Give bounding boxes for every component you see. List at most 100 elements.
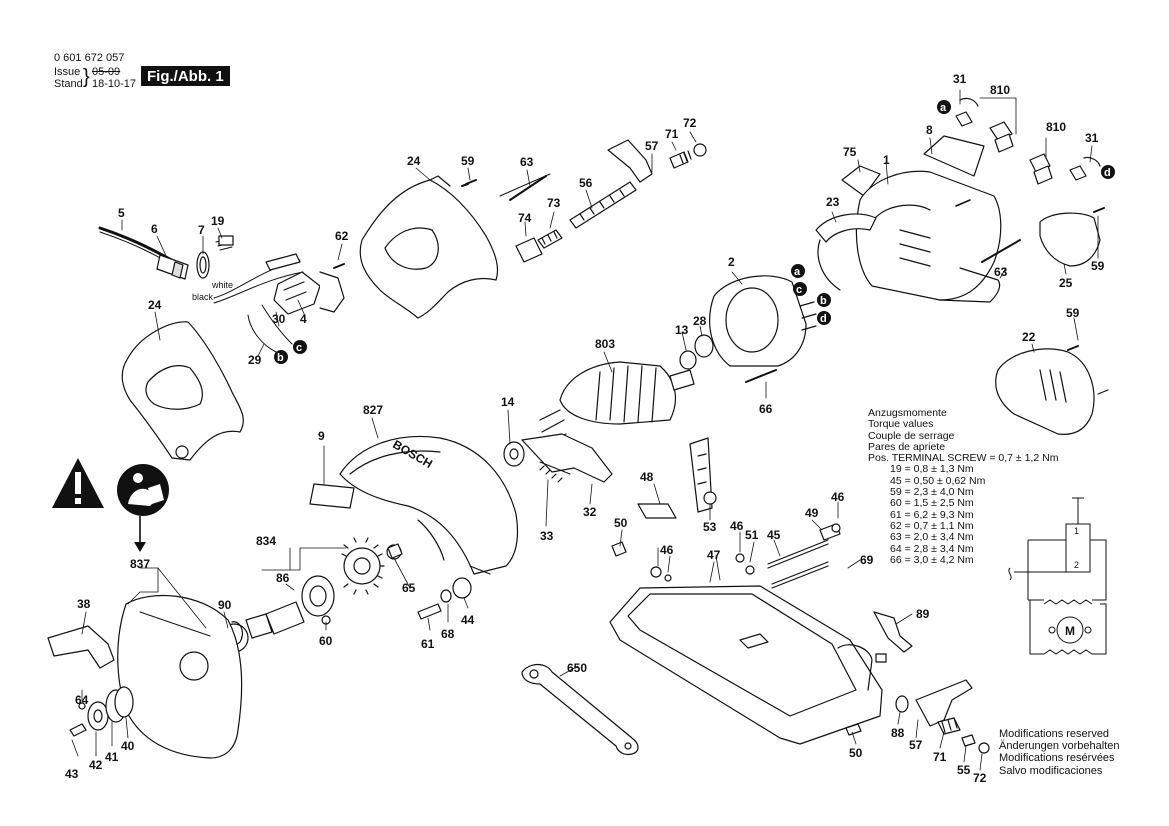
torque-value: 45 = 0,50 ± 0,62 Nm xyxy=(890,474,986,487)
callout: 62 xyxy=(335,229,349,243)
guard-arrow xyxy=(134,516,146,552)
torque-value: 61 = 6,2 ± 9,3 Nm xyxy=(890,508,974,521)
callout: 14 xyxy=(501,395,515,409)
callout: 31 xyxy=(953,72,967,86)
marker-b: b xyxy=(277,352,284,364)
callout: 810 xyxy=(1046,120,1066,134)
handle-half-top xyxy=(359,175,499,319)
hardware-small xyxy=(321,543,472,625)
wire-black-label: black xyxy=(192,292,214,302)
wire-white-label: white xyxy=(211,280,233,290)
motor-housing xyxy=(815,135,1002,303)
callout: 38 xyxy=(77,597,91,611)
callout: 6 xyxy=(151,222,158,236)
callout: 63 xyxy=(520,155,534,169)
upper-blade-guard xyxy=(309,435,519,575)
callout: 57 xyxy=(909,738,923,752)
rear-cap xyxy=(1039,212,1101,267)
spindle-lock-parts xyxy=(499,139,707,263)
point-markers: a d a c b d c b xyxy=(274,100,1115,364)
callout: 32 xyxy=(583,505,597,519)
callout: 28 xyxy=(693,314,707,328)
callout: 86 xyxy=(276,571,290,585)
callout: 40 xyxy=(121,739,135,753)
modifications-en: Modifications reserved xyxy=(999,728,1110,740)
callout: 19 xyxy=(211,214,225,228)
callout: 61 xyxy=(421,637,435,651)
end-cap xyxy=(995,348,1109,435)
depth-adjust-parts xyxy=(611,437,841,589)
callout: 49 xyxy=(805,506,819,520)
callout: 53 xyxy=(703,520,717,534)
callout: 59 xyxy=(1091,259,1105,273)
callout: 50 xyxy=(614,516,628,530)
modifications-de: Änderungen vorbehalten xyxy=(999,740,1120,753)
callout: 69 xyxy=(860,553,874,567)
torque-terminal-screw: Pos. TERMINAL SCREW = 0,7 ± 1,2 Nm xyxy=(868,452,1059,465)
torque-title-fr: Couple de serrage xyxy=(868,429,955,442)
callout: 24 xyxy=(148,298,162,312)
callout: 1 xyxy=(883,153,890,167)
callout: 59 xyxy=(461,154,475,168)
callout: 44 xyxy=(461,613,475,627)
torque-title-es: Pares de apriete xyxy=(868,440,946,453)
marker-d: d xyxy=(820,313,827,325)
callout: 66 xyxy=(759,402,773,416)
callout: 23 xyxy=(826,195,840,209)
armature xyxy=(539,334,714,445)
marker-a: a xyxy=(794,266,801,278)
spindle-and-gear xyxy=(219,537,402,653)
callout: 56 xyxy=(579,176,593,190)
callout: 33 xyxy=(540,529,554,543)
callout: 90 xyxy=(218,598,232,612)
callout: 41 xyxy=(105,750,119,764)
torque-value: 19 = 0,8 ± 1,3 Nm xyxy=(890,463,974,476)
callout: 5 xyxy=(118,206,125,220)
callout: 2 xyxy=(728,255,735,269)
callout: 43 xyxy=(65,767,79,781)
callout: 803 xyxy=(595,337,615,351)
callout: 59 xyxy=(1066,306,1080,320)
callout: 9 xyxy=(318,429,325,443)
callout: 57 xyxy=(645,139,659,153)
callout: 73 xyxy=(547,196,561,210)
terminal-1: 1 xyxy=(1074,526,1079,536)
callout: 834 xyxy=(256,534,276,548)
leader-lines xyxy=(71,89,1099,771)
issue-date-old: 05-09 xyxy=(92,66,121,78)
callout: 31 xyxy=(1085,131,1099,145)
read-manual-icon xyxy=(117,464,169,516)
brush-holders xyxy=(955,97,1101,185)
callout: 46 xyxy=(831,490,845,504)
modifications-es: Salvo modificaciones xyxy=(999,764,1103,777)
marker-c: c xyxy=(796,284,802,296)
callout: 7 xyxy=(198,223,205,237)
terminal-2: 2 xyxy=(1074,560,1079,570)
callout: 60 xyxy=(319,634,333,648)
callout: 810 xyxy=(990,83,1010,97)
torque-value: 62 = 0,7 ± 1,1 Nm xyxy=(890,519,974,532)
torque-table: Anzugsmomente Torque values Couple de se… xyxy=(868,407,1059,566)
callout: 22 xyxy=(1022,330,1036,344)
torque-title-de: Anzugsmomente xyxy=(868,407,947,419)
marker-b: b xyxy=(820,295,827,307)
callout: 837 xyxy=(130,557,150,571)
lower-guard xyxy=(47,594,243,759)
wiring-schematic xyxy=(1008,497,1107,655)
callout: 13 xyxy=(675,323,689,337)
callout: 89 xyxy=(916,607,930,621)
warning-triangle-icon xyxy=(52,458,104,508)
torque-value: 64 = 2,8 ± 3,4 Nm xyxy=(890,542,974,555)
modifications-notice: Modifications reserved Änderungen vorbeh… xyxy=(999,728,1119,777)
wrench xyxy=(521,663,639,756)
bevel-lock-parts xyxy=(845,611,990,754)
power-cable xyxy=(98,226,234,280)
callout: 30 xyxy=(272,312,286,326)
marker-c: c xyxy=(296,342,302,354)
issue-brace: } xyxy=(83,66,90,88)
callout: 4 xyxy=(300,312,307,326)
marker-a: a xyxy=(940,102,947,114)
callout: 50 xyxy=(849,746,863,760)
callout: 51 xyxy=(745,528,759,542)
